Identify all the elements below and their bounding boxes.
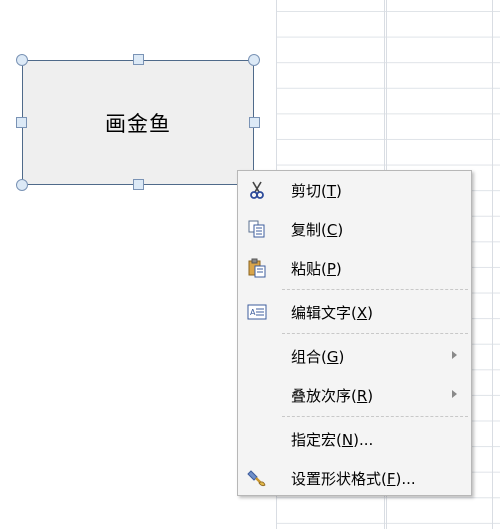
menu-accelerator-key: T	[326, 182, 337, 200]
scissors-icon	[247, 180, 267, 200]
menu-item-label: 编辑文字(	[291, 304, 357, 322]
menu-accelerator-key: P	[326, 260, 336, 278]
menu-item-label: 粘贴(	[291, 260, 327, 278]
resize-handle-top-right[interactable]	[248, 54, 260, 66]
resize-handle-bottom[interactable]	[133, 179, 144, 190]
menu-item-tail: )	[367, 304, 373, 322]
menu-accelerator-key: G	[326, 348, 339, 366]
svg-text:A: A	[250, 308, 256, 317]
resize-handle-bottom-left[interactable]	[16, 179, 28, 191]
resize-handle-right[interactable]	[249, 117, 260, 128]
menu-accelerator-key: N	[341, 431, 354, 449]
text-shape[interactable]: 画金鱼	[22, 60, 254, 185]
menu-item-cut[interactable]: 剪切(T)	[238, 177, 471, 203]
menu-item-tail: )...	[353, 431, 374, 449]
submenu-arrow-icon	[452, 351, 457, 359]
edit-text-icon: A	[247, 302, 267, 322]
menu-separator	[282, 289, 468, 290]
menu-item-tail: )	[335, 260, 342, 278]
resize-handle-top-left[interactable]	[16, 54, 28, 66]
menu-item-tail: )	[367, 387, 374, 405]
menu-item-tail: )	[338, 348, 345, 366]
menu-accelerator-key: R	[356, 387, 368, 405]
menu-item-tail: )	[336, 182, 342, 200]
resize-handle-left[interactable]	[16, 117, 27, 128]
menu-item-label: 设置形状格式(	[291, 470, 387, 488]
menu-accelerator-key: F	[386, 470, 396, 488]
paste-icon	[247, 258, 267, 278]
menu-separator	[282, 416, 468, 417]
menu-item-label: 组合(	[291, 348, 327, 366]
menu-item-tail: )...	[395, 470, 416, 488]
menu-accelerator-key: C	[326, 221, 338, 239]
menu-item-label: 指定宏(	[291, 431, 342, 449]
menu-accelerator-key: X	[356, 304, 368, 322]
format-shape-icon	[247, 468, 267, 488]
menu-item-order[interactable]: 叠放次序(R)	[238, 382, 471, 408]
menu-item-copy[interactable]: 复制(C)	[238, 216, 471, 242]
menu-item-tail: )	[337, 221, 344, 239]
context-menu: 剪切(T) 复制(C) 粘贴(P)	[237, 170, 472, 496]
menu-item-label: 剪切(	[291, 182, 327, 200]
menu-item-group[interactable]: 组合(G)	[238, 343, 471, 369]
menu-item-label: 复制(	[291, 221, 327, 239]
menu-item-paste[interactable]: 粘贴(P)	[238, 255, 471, 281]
shape-text: 画金鱼	[105, 111, 171, 136]
menu-item-edit-text[interactable]: A 编辑文字(X)	[238, 299, 471, 325]
menu-item-format-shape[interactable]: 设置形状格式(F)...	[238, 465, 471, 491]
menu-item-assign-macro[interactable]: 指定宏(N)...	[238, 426, 471, 452]
menu-item-label: 叠放次序(	[291, 387, 357, 405]
copy-icon	[247, 219, 267, 239]
submenu-arrow-icon	[452, 390, 457, 398]
menu-separator	[282, 333, 468, 334]
resize-handle-top[interactable]	[133, 54, 144, 65]
